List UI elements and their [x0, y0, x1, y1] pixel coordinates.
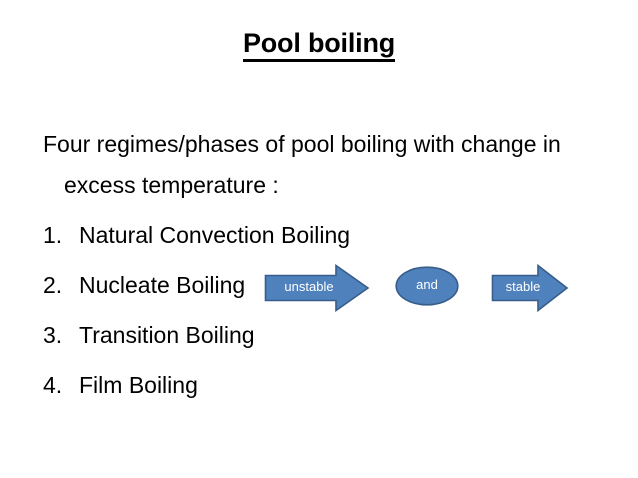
page-title-text: Pool boiling	[242, 28, 395, 62]
right-arrow-shape-stable[interactable]: stable	[491, 264, 569, 312]
numbered-list: 1. Natural Convection Boiling 2. Nucleate …	[43, 219, 603, 419]
list-item: 1. Natural Convection Boiling	[43, 219, 603, 269]
right-arrow-shape-unstable[interactable]: unstable	[264, 264, 370, 312]
ellipse-shape-and[interactable]: and	[395, 266, 459, 306]
list-item-label: Nucleate Boiling	[79, 272, 246, 298]
list-item: 4. Film Boiling	[43, 369, 603, 419]
shape-label-unstable: unstable	[284, 279, 334, 294]
list-item-label: Transition Boiling	[79, 322, 255, 348]
intro-line-1: Four regimes/phases of pool boiling with…	[43, 131, 561, 157]
shape-label-stable: stable	[505, 279, 541, 294]
right-arrow-icon	[491, 264, 569, 312]
page-title: Pool boiling	[0, 26, 638, 62]
list-item: 2. Nucleate Boiling	[43, 269, 603, 319]
list-item-number: 4.	[43, 372, 63, 398]
list-item-number: 1.	[43, 222, 63, 248]
right-arrow-icon	[264, 264, 370, 312]
intro-line-2: excess temperature :	[64, 172, 279, 198]
list-item-number: 2.	[43, 272, 63, 298]
list-item-number: 3.	[43, 322, 63, 348]
shape-label-and: and	[416, 277, 438, 292]
list-item-label: Natural Convection Boiling	[79, 222, 351, 248]
intro-paragraph: Four regimes/phases of pool boiling with…	[43, 124, 618, 206]
ellipse-icon	[395, 266, 459, 306]
list-item: 3. Transition Boiling	[43, 319, 603, 369]
list-item-label: Film Boiling	[79, 372, 198, 398]
